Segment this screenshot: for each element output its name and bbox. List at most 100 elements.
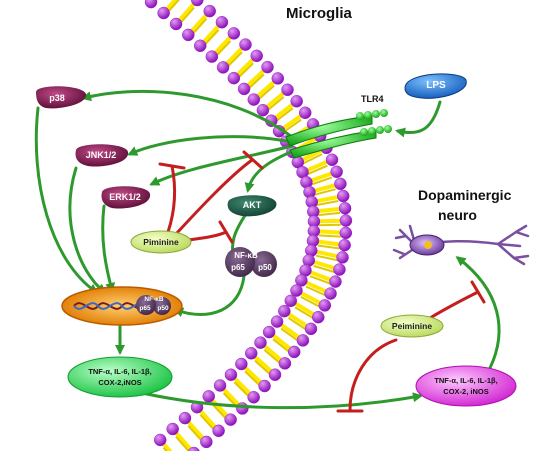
lipid-head [254,336,267,349]
lipid-tail [318,206,341,214]
lipid-tail [236,57,255,77]
arrow-jnk-nucleus [68,166,107,294]
lipid-tail [315,254,338,262]
lipid-head [298,106,312,120]
lipid-head [227,71,241,85]
lipid-head [290,284,303,297]
arrow-tlr4-jnk [127,135,294,156]
inhibit-piminine-erk-path [166,164,177,234]
lipid-tail [310,176,333,186]
lipid-tail [318,218,341,224]
lipid-head [191,0,204,7]
lipid-head [295,274,308,287]
nfkb-nuclear-p50: p50 [157,305,169,312]
nfkb-cytoplasmic-node: NF-κB p65 p50 [225,247,277,277]
lipid-tail [202,24,221,44]
nucleus: NF-κB p65 p50 [61,286,183,326]
lipid-head [287,345,301,359]
nfkb-cyto-p50: p50 [258,263,272,272]
lipid-tail [305,280,327,294]
lipid-tail [214,40,232,58]
peiminine-node: Peiminine [380,314,444,338]
lipid-tail [312,259,336,271]
lipid-tail [244,370,262,388]
peiminine-label: Peiminine [392,321,432,331]
lipid-tail [316,199,339,207]
lipid-tail [282,118,302,134]
lipid-head [224,368,238,381]
lipid-tail [287,312,308,328]
lipid-tail [306,164,328,176]
lipid-head [213,379,227,392]
lipid-head [330,165,343,179]
lipid-tail [309,275,332,285]
nfkb-nuclear-label: NF-κB [144,296,163,303]
lipid-head [224,413,237,426]
lipid-tail [318,223,341,227]
cell-membrane [144,0,353,451]
neuron-title-line1: Dopaminergic [418,187,512,203]
lipid-head [329,275,342,288]
arrow-tlr4-p38 [81,89,294,139]
inhibit-peiminine-neuron [428,290,480,320]
arrow-mediators-cross [140,391,423,410]
mediators-right-line1: TNF-α, IL-6, IL-1β, [434,376,497,385]
lipid-tail [222,387,241,407]
lipid-head [216,61,230,74]
lipid-tail [280,327,300,343]
arrow-lps-tlr4 [395,100,442,138]
lipid-tail [317,239,340,247]
inhibit-piminine-nfkb [186,230,228,242]
lipid-head [318,299,332,312]
akt-node: AKT [227,195,277,217]
lipid-head [215,15,229,29]
mediators-right-node: TNF-α, IL-6, IL-1β, COX-2, iNOS [415,365,517,407]
lipid-head [169,17,183,31]
lps-label: LPS [426,80,446,91]
nfkb-cyto-p65: p65 [231,263,245,272]
lipid-head [182,28,195,42]
lipid-tail [202,29,220,47]
lipid-tail [274,102,294,120]
lipid-tail [187,425,204,443]
p38-node: p38 [36,86,87,109]
arrow-tlr4-erk [149,144,294,186]
lipid-head [338,238,351,252]
lipid-head [278,357,292,370]
erk-node: ERK1/2 [101,186,151,209]
lipid-head [235,357,248,371]
mediators-left-line1: TNF-α, IL-6, IL-1β, [88,367,151,376]
lipid-tail [310,171,333,183]
lipid-tail [162,447,168,451]
lipid-tail [316,195,339,203]
lipid-tail [318,234,341,238]
lipid-head [236,402,249,415]
lipid-tail [213,35,232,55]
nfkb-cyto-label: NF-κB [234,251,258,260]
lipid-head [290,95,303,108]
lipid-tail [318,229,341,235]
lipid-tail [253,355,273,373]
p38-label: p38 [49,93,65,103]
lipid-tail [263,344,283,362]
lipid-head [278,304,291,318]
lipid-head [268,368,282,381]
jnk-node: JNK1/2 [75,144,129,167]
lipid-tail [272,338,291,354]
lipid-head [333,263,346,276]
lipid-head [261,60,274,74]
lipid-head [193,39,207,53]
mediators-left-line2: COX-2,iNOS [98,378,141,387]
lipid-head [212,424,225,438]
lipid-tail [306,159,329,173]
lipid-tail [211,403,228,421]
lipid-head [281,83,294,97]
lipid-head [270,315,284,328]
lipid-tail [199,414,216,432]
lipid-head [244,347,258,360]
lipid-head [187,446,200,451]
lipid-tail [287,317,308,331]
lipid-head [157,6,170,20]
lipid-head [153,433,167,447]
lipid-head [256,103,270,117]
